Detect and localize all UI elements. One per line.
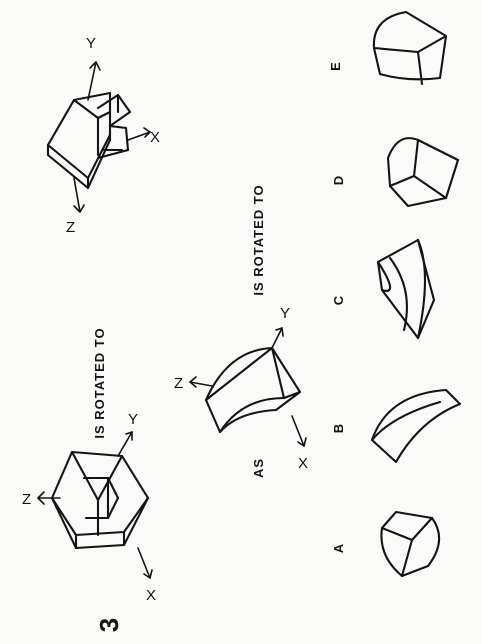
- option-label-e: E: [328, 61, 343, 71]
- axis-x-top-left: X: [137, 547, 156, 604]
- reference-object-rotated: [46, 91, 132, 190]
- phrase-is-rotated-to-bottom: IS ROTATED TO: [251, 184, 266, 295]
- axis-z-label: Z: [66, 219, 75, 236]
- option-c-shape[interactable]: [376, 238, 436, 340]
- option-e-shape[interactable]: [372, 10, 448, 86]
- axis-z-label: Z: [22, 491, 31, 508]
- axis-z-top-right: Z: [66, 177, 85, 236]
- axis-y-top-left: Y: [117, 411, 138, 457]
- option-a-shape[interactable]: [380, 510, 441, 578]
- option-b-shape[interactable]: [370, 388, 462, 464]
- reference-object-original: [50, 450, 150, 550]
- axis-x-label: X: [150, 129, 160, 146]
- axis-x-label: X: [146, 587, 156, 604]
- axis-y-label: Y: [128, 411, 138, 428]
- option-d-shape[interactable]: [386, 137, 460, 208]
- axis-x-middle: X: [291, 415, 308, 472]
- axis-y-label: Y: [280, 305, 290, 322]
- phrase-as: AS: [251, 458, 266, 478]
- problem-number: 3: [94, 618, 124, 632]
- axis-x-top-right: X: [127, 127, 160, 146]
- axis-y-top-right: Y: [86, 35, 101, 101]
- axis-x-label: X: [298, 455, 308, 472]
- option-label-c: C: [331, 295, 346, 305]
- axis-z-middle: Z: [174, 375, 213, 392]
- option-label-a: A: [331, 543, 346, 553]
- axis-y-label: Y: [86, 35, 96, 52]
- axis-y-middle: Y: [271, 305, 290, 349]
- axis-z-top-left: Z: [22, 491, 61, 508]
- option-label-d: D: [331, 175, 346, 185]
- reference-wedge-object: [204, 346, 302, 434]
- option-label-b: B: [331, 423, 346, 433]
- axis-z-label: Z: [174, 375, 183, 392]
- phrase-is-rotated-to-top: IS ROTATED TO: [92, 327, 107, 438]
